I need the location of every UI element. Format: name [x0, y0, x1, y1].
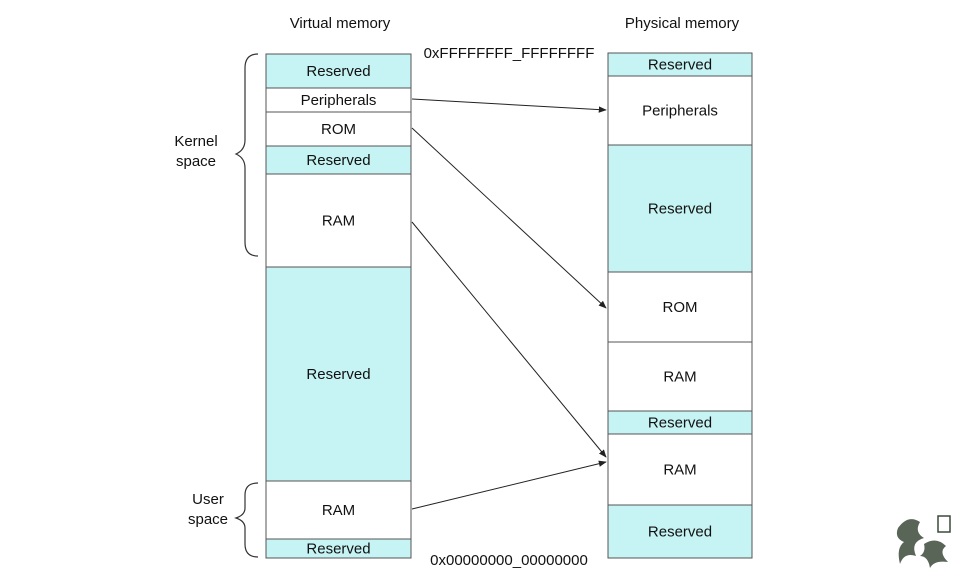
- arrow-v-ram-kernel-to-p-ram-2: [411, 221, 607, 458]
- virtual-memory-column: ReservedPeripheralsROMReservedRAMReserve…: [265, 53, 412, 559]
- corner-logo-icon: [896, 515, 951, 568]
- p-rom-block: [607, 271, 753, 343]
- p-reserved-1-label: Reserved: [648, 201, 712, 218]
- v-reserved-bottom-label: Reserved: [306, 541, 370, 558]
- v-ram-user-label: RAM: [322, 502, 355, 519]
- v-peripherals-label: Peripherals: [301, 92, 377, 109]
- v-reserved-kernel-label: Reserved: [306, 152, 370, 169]
- arrow-v-rom-to-p-rom: [411, 127, 607, 309]
- bottom-address-label: 0x00000000_00000000: [430, 552, 588, 569]
- v-reserved-top-label: Reserved: [306, 63, 370, 80]
- top-address-label: 0xFFFFFFFF_FFFFFFFF: [424, 45, 595, 62]
- user-space-label-line1: User: [192, 491, 224, 508]
- kernel-space-bracket: [234, 53, 259, 257]
- p-peripherals-block: [607, 75, 753, 146]
- p-ram-1-label: RAM: [663, 369, 696, 386]
- v-reserved-mid-block: [265, 266, 412, 482]
- virtual-memory-header: Virtual memory: [290, 15, 391, 32]
- p-reserved-bottom-block: [607, 504, 753, 559]
- p-reserved-2-label: Reserved: [648, 415, 712, 432]
- v-reserved-top-block: [265, 53, 412, 89]
- v-ram-kernel-block: [265, 173, 412, 268]
- p-reserved-bottom-label: Reserved: [648, 524, 712, 541]
- v-reserved-kernel-block: [265, 145, 412, 175]
- v-ram-kernel-label: RAM: [322, 213, 355, 230]
- physical-memory-header: Physical memory: [625, 15, 740, 32]
- kernel-space-label-line1: Kernel: [174, 133, 217, 150]
- user-space-label-line2: space: [188, 511, 228, 528]
- p-rom-label: ROM: [663, 299, 698, 316]
- v-rom-block: [265, 111, 412, 147]
- v-reserved-bottom-block: [265, 538, 412, 559]
- p-ram-2-block: [607, 433, 753, 506]
- arrow-v-ram-user-to-p-ram-2: [411, 460, 607, 510]
- kernel-space-label-line2: space: [176, 153, 216, 170]
- arrow-v-peripherals-to-p-peripherals: [411, 98, 607, 113]
- p-ram-2-label: RAM: [663, 462, 696, 479]
- v-reserved-mid-label: Reserved: [306, 366, 370, 383]
- v-peripherals-block: [265, 87, 412, 113]
- p-reserved-top-label: Reserved: [648, 57, 712, 74]
- physical-memory-column: ReservedPeripheralsReservedROMRAMReserve…: [607, 52, 753, 559]
- mapping-arrows: [411, 98, 607, 510]
- user-space-bracket: [234, 482, 259, 558]
- p-ram-1-block: [607, 341, 753, 412]
- v-rom-label: ROM: [321, 121, 356, 138]
- p-peripherals-label: Peripherals: [642, 103, 718, 120]
